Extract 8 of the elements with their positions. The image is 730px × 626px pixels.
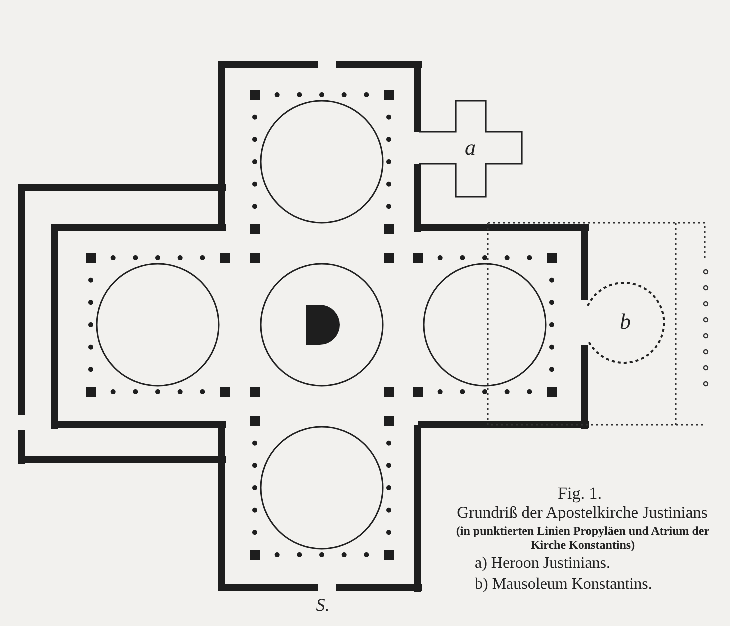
figure-note: (in punktierten Linien Propyläen und Atrium der Kirche Konstantins)	[455, 524, 711, 552]
figure-number: Fig. 1.	[557, 484, 603, 504]
room-letter: a	[465, 137, 476, 159]
orientation-letter: S.	[315, 595, 331, 616]
legend-entry: b) Mausoleum Konstantins.	[475, 576, 654, 594]
figure-title: Grundriß der Apostelkirche Justinians	[456, 503, 709, 523]
legend-entry: a) Heroon Justinians.	[475, 555, 612, 573]
room-letter: b	[620, 311, 631, 333]
